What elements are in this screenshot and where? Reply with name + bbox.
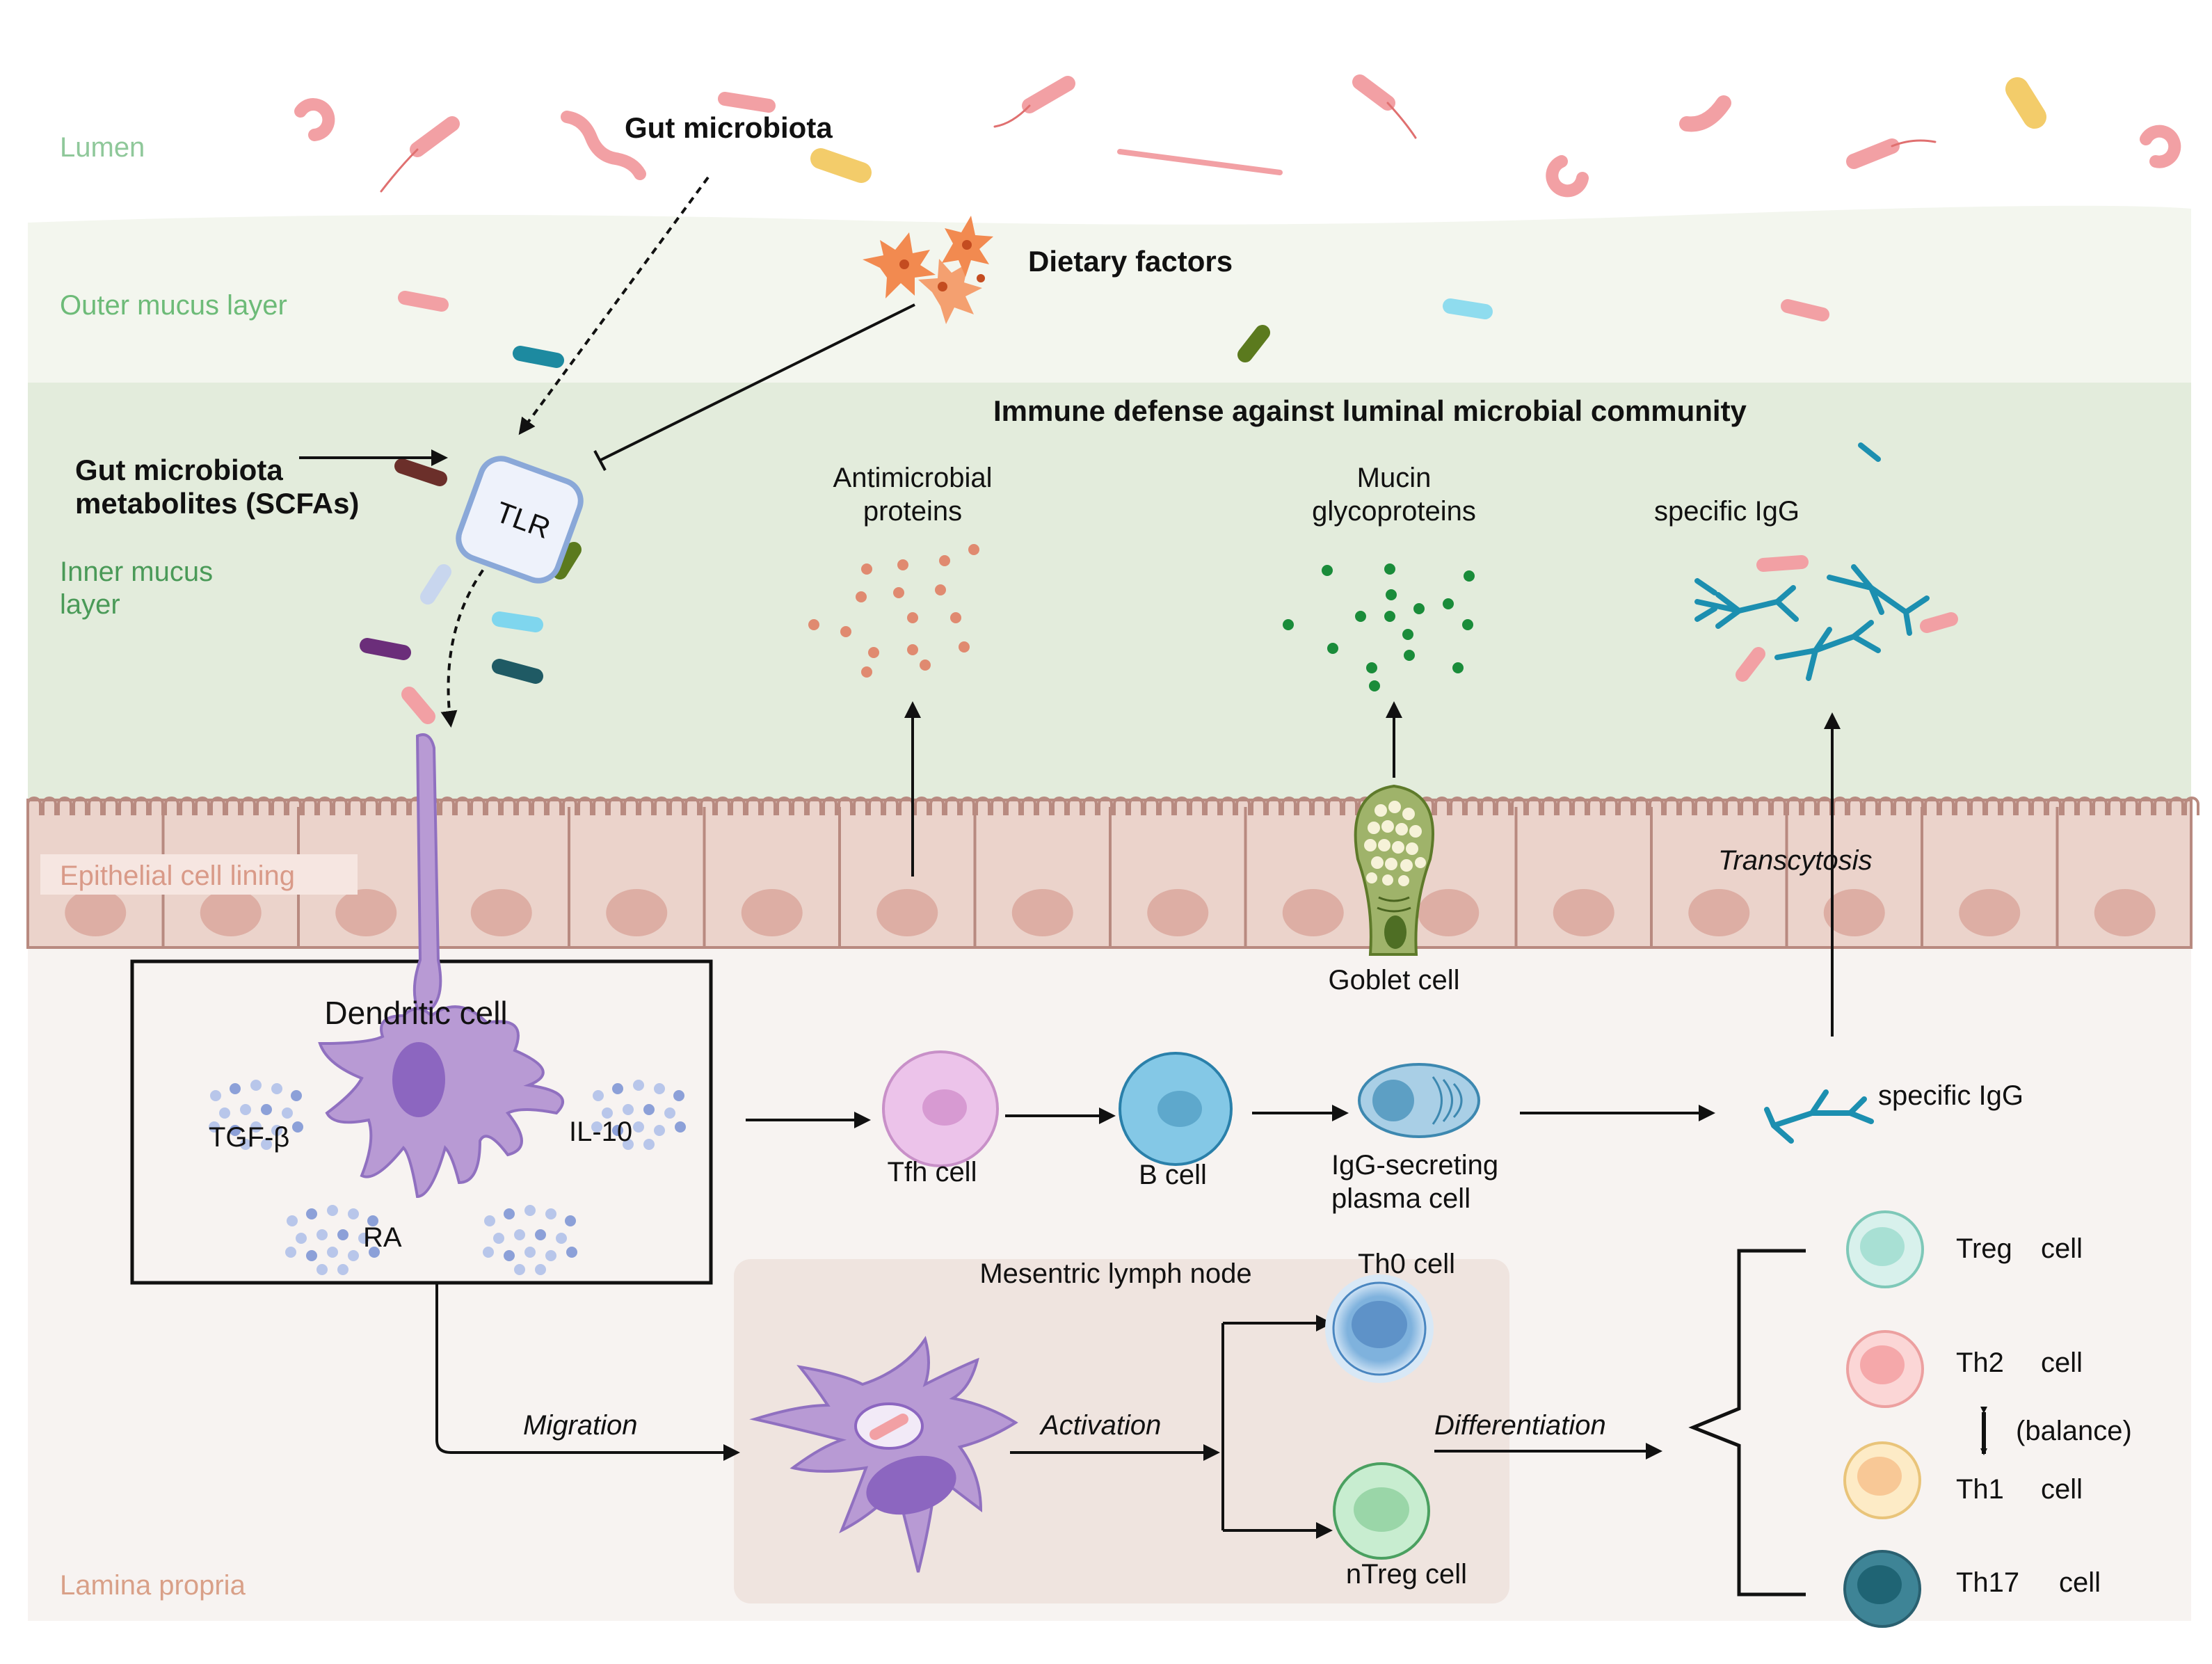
outer-mucus-label: Outer mucus layer — [60, 290, 287, 321]
il10-label: IL-10 — [569, 1117, 632, 1147]
plasma-cell-icon — [1358, 1063, 1480, 1138]
lymphocyte-icon — [1846, 1330, 1924, 1408]
antibody-icon — [1694, 442, 1930, 681]
subset-brace — [1688, 1249, 1806, 1597]
ra-label: RA — [363, 1222, 402, 1253]
lymphocyte-icon — [1846, 1210, 1924, 1288]
migration-arrow — [435, 1284, 740, 1461]
th1-label: Th1 — [1956, 1474, 2004, 1505]
transcytosis-label: Transcytosis — [1718, 845, 1873, 876]
mucin-glycoproteins — [1283, 563, 1475, 691]
gut-microbiota-label: Gut microbiota — [625, 111, 833, 144]
balance-label: (balance) — [2016, 1416, 2132, 1446]
activation-label: Activation — [1039, 1410, 1161, 1441]
lymphocyte-icon — [1325, 1274, 1434, 1383]
tgf-beta-label: TGF-β — [209, 1122, 289, 1153]
plasma-cell-label-line2: plasma cell — [1331, 1183, 1470, 1214]
antimicrobial-proteins — [808, 544, 979, 678]
metabolites-label-line2: metabolites (SCFAs) — [75, 487, 359, 520]
treg-cell-word: cell — [2041, 1233, 2083, 1264]
goblet-cell-icon — [1354, 784, 1434, 956]
differentiation-label: Differentiation — [1434, 1410, 1606, 1441]
lymphocyte-icon — [1119, 1052, 1233, 1166]
antimicrobial-label-line1: Antimicrobial — [833, 463, 993, 493]
inhibit-bar — [593, 450, 607, 471]
treg-label: Treg — [1956, 1233, 2012, 1264]
epithelial-label: Epithelial cell lining — [60, 861, 295, 891]
specific-igg-top-label: specific IgG — [1654, 496, 1800, 527]
immune-defense-title: Immune defense against luminal microbial… — [993, 394, 1747, 427]
th17-label: Th17 — [1956, 1567, 2019, 1598]
ntreg-cell-label: nTreg cell — [1346, 1559, 1467, 1590]
inner-mucus-label-line2: layer — [60, 589, 120, 620]
mucin-label-line2: glycoproteins — [1312, 496, 1476, 527]
lymphocyte-icon — [1843, 1441, 1921, 1519]
mucin-label-line1: Mucin — [1357, 463, 1432, 493]
lymph-node-label: Mesentric lymph node — [979, 1258, 1251, 1289]
b-cell-label: B cell — [1139, 1160, 1207, 1190]
dietary-factors-label: Dietary factors — [1028, 245, 1233, 278]
dendritic-cell-label: Dendritic cell — [324, 995, 507, 1031]
th17-cell-word: cell — [2059, 1567, 2101, 1598]
tfh-cell-label: Tfh cell — [888, 1157, 977, 1187]
migration-label: Migration — [523, 1410, 638, 1441]
lymphocyte-icon — [1843, 1550, 1921, 1628]
antibody-icon — [1764, 1089, 1874, 1144]
plasma-cell-label-line1: IgG-secreting — [1331, 1150, 1498, 1181]
lumen-layer — [0, 0, 2212, 223]
th2-label: Th2 — [1956, 1347, 2004, 1378]
epithelial-label-bg — [40, 854, 358, 895]
lumen-label: Lumen — [60, 132, 145, 163]
th1-cell-word: cell — [2041, 1474, 2083, 1505]
th0-cell-label: Th0 cell — [1358, 1249, 1455, 1279]
inner-mucus-label-line1: Inner mucus — [60, 557, 213, 587]
th2-cell-word: cell — [2041, 1347, 2083, 1378]
lymphocyte-icon — [882, 1050, 999, 1167]
cytokine-particles — [209, 1080, 686, 1275]
antimicrobial-label-line2: proteins — [863, 496, 962, 527]
lymphocyte-icon — [1333, 1462, 1430, 1560]
microbiota-to-tlr-arrow — [518, 176, 710, 435]
dendritic-cell-icon — [749, 1336, 1018, 1573]
dietary-cells-icon — [863, 216, 993, 324]
dietary-inhibit-tlr — [599, 303, 915, 462]
specific-igg-bottom-label: specific IgG — [1878, 1080, 2023, 1111]
bacteria-icon — [294, 74, 2181, 724]
inner-mucus-layer — [28, 383, 2191, 800]
dendritic-cell-icon — [318, 733, 564, 1199]
bacteria-icon — [1736, 555, 1958, 682]
metabolites-label-line1: Gut microbiota — [75, 454, 283, 486]
lamina-propria-label: Lamina propria — [60, 1570, 246, 1601]
outer-mucus-layer — [28, 205, 2191, 390]
epithelial-cell-lining — [26, 797, 2199, 949]
goblet-cell-label: Goblet cell — [1329, 965, 1460, 995]
tlr-receptor-icon — [456, 456, 584, 584]
